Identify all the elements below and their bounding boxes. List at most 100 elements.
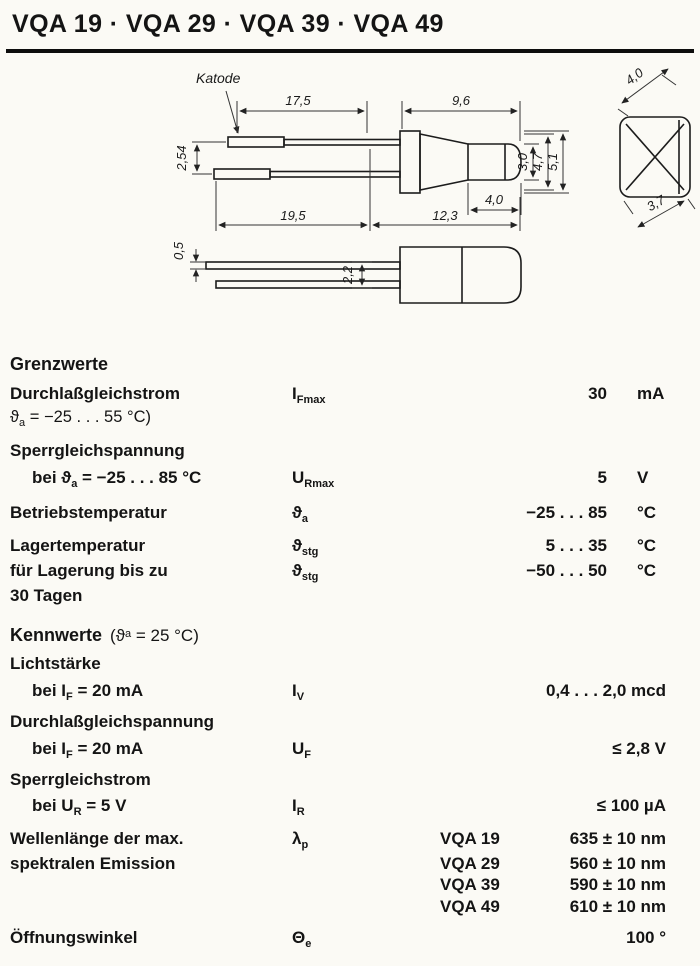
param-label: Sperrgleichstrom [10, 769, 151, 789]
grenzwerte-heading: Grenzwerte [10, 354, 109, 374]
led-bottom-view [205, 246, 522, 304]
param-label: für Lagerung bis zu [10, 561, 168, 581]
dim-19-5: 19,5 [280, 208, 306, 223]
param-symbol: ϑstg [292, 536, 319, 559]
param-symbol: Θe [292, 927, 312, 950]
dim-line-3-7 [637, 200, 685, 228]
row-oeffnungswinkel: Öffnungswinkel Θe 100 ° [10, 927, 690, 951]
side-view-dimension-lines [192, 90, 569, 231]
param-value: 5 . . . 35 [545, 536, 607, 556]
kennwerte-heading-label: Kennwerte [10, 624, 103, 645]
variant-value: 590 ± 10 nm [569, 875, 666, 895]
param-value: 30 [588, 384, 607, 403]
bottom-view-lead-1 [205, 261, 401, 270]
row-sperrgleichspannung-condition: bei ϑa = −25 . . . 85 °C URmax 5 V [10, 467, 690, 491]
cathode-lead [283, 138, 401, 146]
param-value: 5 [597, 467, 607, 487]
param-unit: °C [637, 536, 657, 556]
condition-text: bei IF = 20 mA [32, 680, 144, 703]
param-unit: V [637, 467, 649, 487]
front-view-outline [619, 116, 691, 198]
variant-name: VQA 29 [440, 853, 500, 873]
param-symbol: IR [292, 796, 305, 819]
front-view-diagonal-2 [625, 123, 685, 191]
param-symbol: URmax [292, 467, 335, 490]
param-unit: °C [637, 502, 657, 522]
bottom-view-lead-2 [215, 280, 401, 289]
dim-17-5: 17,5 [285, 93, 311, 108]
variant-name: VQA 49 [440, 897, 500, 917]
condition-text: ϑa = −25 . . . 55 °C) [10, 408, 151, 430]
param-label: Betriebstemperatur [10, 502, 167, 522]
anode-lead-tab [213, 168, 271, 180]
dim-line-4-0-front [621, 68, 669, 104]
variant-value: 560 ± 10 nm [569, 853, 666, 873]
row-sperrgleichspannung: Sperrgleichspannung [10, 440, 690, 462]
dim-9-6: 9,6 [452, 93, 471, 108]
row-betriebstemperatur: Betriebstemperatur ϑa −25 . . . 85 °C [10, 502, 690, 526]
anode-lead [269, 170, 401, 178]
variant-value: 610 ± 10 nm [569, 897, 666, 917]
variant-name: VQA 19 [440, 829, 500, 849]
param-symbol: IV [292, 680, 305, 703]
dim-5-1: 5,1 [545, 153, 560, 171]
param-unit: °C [637, 561, 657, 581]
body-taper [419, 133, 469, 191]
kennwerte-section: Kennwerte(ϑa = 25 °C) Lichtstärke bei IF… [10, 625, 690, 951]
technical-drawing: Katode 17,5 9,6 2,54 3,0 4,7 5,1 4,0 19,… [171, 65, 696, 304]
row-lagertemperatur-3: 30 Tagen [10, 585, 690, 607]
katode-label: Katode [196, 70, 241, 86]
param-label: Durchlaßgleichspannung [10, 711, 215, 731]
row-lichtstaerke-condition: bei IF = 20 mA IV 0,4 . . . 2,0 mcd [10, 680, 690, 704]
dim-3-7: 3,7 [644, 192, 668, 214]
katode-leader-line [225, 90, 240, 134]
param-label: Öffnungswinkel [10, 927, 138, 947]
param-symbol: ϑa [292, 502, 309, 525]
dim-3-0: 3,0 [515, 152, 530, 171]
row-wellenlaenge-1: Wellenlänge der max. λp VQA 19 635 ± 10 … [10, 828, 690, 852]
dim-0-5: 0,5 [171, 241, 186, 260]
row-wellenlaenge-4: VQA 49 610 ± 10 nm [10, 896, 690, 918]
param-value: ≤ 100 µA [596, 796, 666, 816]
variant-value: 635 ± 10 nm [569, 829, 666, 849]
variant-name: VQA 39 [440, 875, 500, 895]
param-label: Sperrgleichspannung [10, 441, 185, 461]
title-rule [6, 49, 694, 53]
bottom-view-dimension-lines [190, 249, 372, 289]
row-durchlassgleichstrom: Durchlaßgleichstrom IFmax 30 mA [10, 383, 690, 407]
param-label: Durchlaßgleichstrom [10, 384, 181, 403]
param-symbol: λp [292, 829, 309, 852]
param-value: −25 . . . 85 [526, 502, 607, 522]
dim-4-0-front: 4,0 [623, 65, 647, 88]
param-label: spektralen Emission [10, 853, 176, 873]
row-sperrgleichstrom-condition: bei UR = 5 V IR ≤ 100 µA [10, 795, 690, 819]
condition-text: bei UR = 5 V [32, 796, 127, 819]
led-side-view [213, 130, 522, 194]
param-symbol: UF [292, 738, 312, 761]
body-nose [468, 143, 522, 181]
cathode-lead-tab [227, 136, 285, 148]
param-unit: mA [637, 384, 665, 403]
grenzwerte-section: Grenzwerte Durchlaßgleichstrom IFmax 30 … [10, 354, 690, 607]
row-wellenlaenge-3: VQA 39 590 ± 10 nm [10, 874, 690, 896]
row-lagertemperatur: Lagertemperatur ϑstg 5 . . . 35 °C [10, 535, 690, 559]
led-front-view [619, 116, 691, 198]
param-value: −50 . . . 50 [526, 561, 607, 581]
dim-4-7: 4,7 [530, 152, 545, 171]
dim-2-54: 2,54 [174, 145, 189, 171]
param-value: 100 ° [626, 927, 666, 947]
row-lagertemperatur-2: für Lagerung bis zu ϑstg −50 . . . 50 °C [10, 560, 690, 584]
row-durchlassgleichspannung: Durchlaßgleichspannung [10, 711, 690, 733]
page-title: VQA 19 · VQA 29 · VQA 39 · VQA 49 [12, 10, 444, 38]
param-label: Lagertemperatur [10, 536, 146, 556]
dim-2-2: 2,2 [340, 265, 355, 285]
param-symbol: IFmax [292, 384, 326, 406]
row-durchlassgleichspannung-condition: bei IF = 20 mA UF ≤ 2,8 V [10, 738, 690, 762]
front-view-dimension-lines [617, 68, 696, 228]
row-wellenlaenge-2: spektralen Emission VQA 29 560 ± 10 nm [10, 853, 690, 875]
condition-text: bei IF = 20 mA [32, 738, 144, 761]
row-sperrgleichstrom: Sperrgleichstrom [10, 769, 690, 791]
param-value: ≤ 2,8 V [612, 738, 666, 758]
kennwerte-heading: Kennwerte(ϑa = 25 °C) [10, 625, 690, 646]
